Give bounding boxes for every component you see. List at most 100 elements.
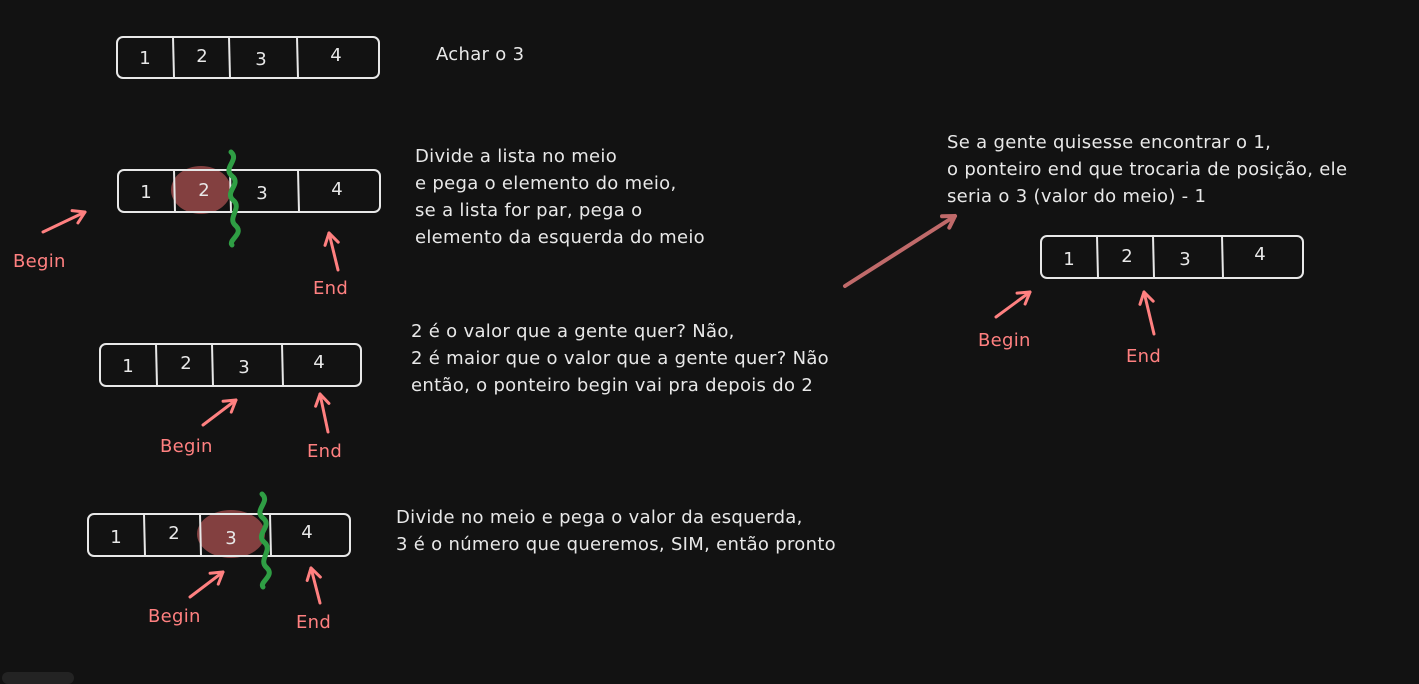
array-a5: 1 2 3 4 [1040,235,1304,279]
highlighted-cell [197,510,265,558]
arrow-head [1138,290,1155,306]
cell-value: 1 [122,356,133,377]
step2-note: 2 é o valor que a gente quer? Não, 2 é m… [411,318,829,399]
cell-divider [155,343,158,387]
array-box [87,513,351,557]
begin-arrow [201,398,238,427]
cell-divider [297,169,300,213]
begin-label: Begin [160,436,213,457]
begin-arrow [188,570,225,599]
cell-value: 4 [1254,244,1265,265]
cell-value: 3 [256,183,267,204]
cell-value: 2 [180,353,191,374]
array-a1: 1 2 3 4 [116,36,380,79]
end-label: End [307,441,343,462]
cell-value: 1 [110,527,121,548]
cell-divider [1096,235,1099,279]
step2-line: então, o ponteiro begin vai pra depois d… [411,375,814,396]
arrow-shaft [843,214,957,288]
begin-arrow [994,290,1032,319]
arrows-layer [41,209,1156,605]
cell-value: 3 [255,49,266,70]
arrow-head [208,570,225,586]
step3-line: Divide no meio e pega o valor da esquerd… [396,507,803,528]
cell-value: 2 [168,523,179,544]
cell-divider [173,169,176,213]
begin-arrow [41,209,87,234]
step3-note: Divide no meio e pega o valor da esquerd… [396,504,836,558]
step1-line: elemento da esquerda do meio [415,227,705,248]
cell-value: 1 [139,48,150,69]
cell-divider [281,343,284,387]
step2-line: 2 é o valor que a gente quer? Não, [411,321,735,342]
begin-label: Begin [148,606,201,627]
arrow-head [940,214,957,230]
arrow-head [323,231,340,247]
arrow-head [221,398,238,414]
step1-line: Divide a lista no meio [415,146,618,167]
end-label: End [313,278,349,299]
cell-value: 4 [330,45,341,66]
cell-value: 2 [1121,246,1132,267]
cell-divider [211,343,214,387]
side-line: o ponteiro end que trocaria de posição, … [947,159,1348,180]
end-label: End [296,612,332,633]
cell-divider [228,36,231,79]
cell-value: 1 [1063,249,1074,270]
connector-arrow [843,214,957,288]
arrow-shaft [994,290,1032,319]
cell-divider [143,513,146,557]
highlighted-cell [171,166,231,214]
step1-line: se a lista for par, pega o [415,200,643,221]
arrow-shaft [327,231,340,272]
cell-value: 4 [301,522,312,543]
end-arrow [323,231,340,272]
end-arrow [314,392,331,434]
begin-label: Begin [13,251,66,272]
step1-note: Divide a lista no meio e pega o elemento… [415,143,705,251]
cell-divider [1152,235,1155,279]
arrow-shaft [1142,290,1156,336]
side-note: Se a gente quisesse encontrar o 1, o pon… [947,129,1347,210]
step3-line: 3 é o número que queremos, SIM, então pr… [396,534,836,555]
cell-divider [269,513,272,557]
canvas-corner-widget [2,672,74,684]
goal-text: Achar o 3 [436,44,525,65]
cell-value: 3 [225,528,236,549]
cell-value: 2 [196,46,207,67]
arrow-head [305,566,322,582]
array-a2: 1 2 3 4 [117,149,381,248]
array-box [99,343,362,387]
cell-divider [199,513,202,557]
end-arrow [1138,290,1156,336]
step1-line: e pega o elemento do meio, [415,173,677,194]
step2-line: 2 é maior que o valor que a gente quer? … [411,348,829,369]
array-a4: 1 2 3 4 [87,491,351,590]
array-box [117,169,381,213]
cell-divider [296,36,299,79]
arrow-shaft [201,398,238,427]
end-arrow [305,566,322,605]
arrow-head [1015,290,1032,306]
cell-value: 2 [198,180,209,201]
cell-value: 4 [331,179,342,200]
cell-value: 4 [313,352,324,373]
cell-value: 3 [1179,249,1190,270]
begin-label: Begin [978,330,1031,351]
cell-value: 1 [140,182,151,203]
split-marker [257,491,272,590]
arrow-shaft [188,570,225,599]
arrow-shaft [41,210,87,234]
end-label: End [1126,346,1162,367]
array-box [116,36,380,79]
split-marker [226,149,241,248]
cell-divider [172,36,175,79]
cell-divider [1221,235,1224,279]
arrow-head [70,209,87,225]
side-line: seria o 3 (valor do meio) - 1 [947,186,1207,207]
array-box [1040,235,1304,279]
arrow-shaft [318,392,330,434]
